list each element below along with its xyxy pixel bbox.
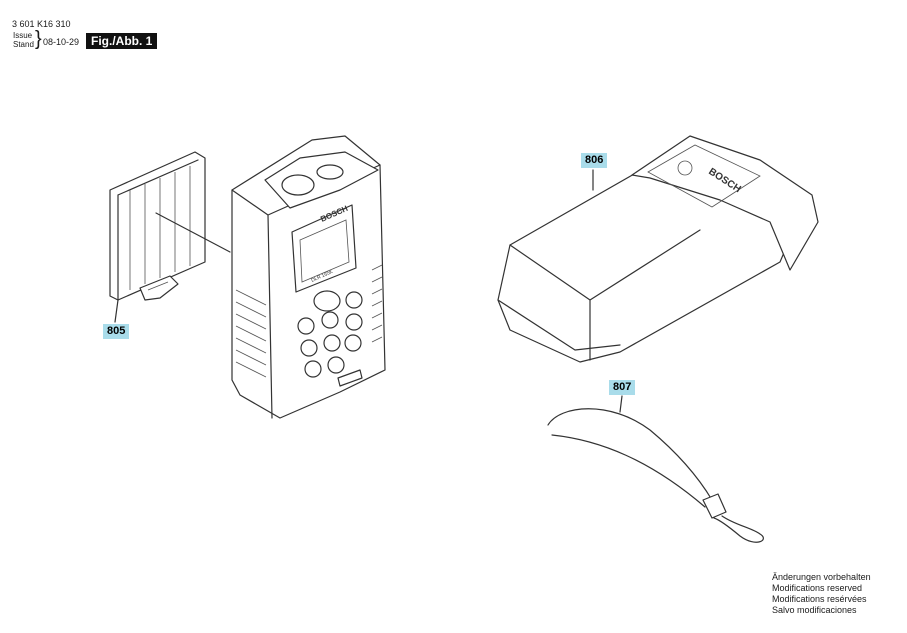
callout-805: 805	[103, 324, 130, 339]
notice-line-fr: Modifications resérvées	[772, 594, 867, 604]
modifications-notice: Änderungen vorbehalten Modifications res…	[772, 572, 871, 616]
notice-line-de: Änderungen vorbehalten	[772, 572, 871, 582]
callout-807: 807	[609, 380, 636, 395]
wrist-strap	[547, 408, 764, 543]
leader-807	[619, 395, 623, 413]
callout-806: 806	[581, 153, 608, 168]
stand-label: Stand	[13, 40, 34, 49]
pouch: BOSCH	[497, 135, 819, 363]
figure-label: Fig./Abb. 1	[86, 33, 158, 49]
laser-measure: BOSCH DLR 165K	[231, 135, 386, 419]
issue-date: 08-10-29	[43, 37, 80, 47]
issue-label: Issue	[13, 31, 33, 40]
part-number: 3 601 K16 310	[12, 19, 71, 29]
leader-805-bottom	[114, 299, 119, 323]
brace-glyph: }	[35, 28, 42, 50]
battery-cover	[109, 151, 206, 301]
leader-805	[155, 212, 231, 253]
issue-stand-label: Issue Stand	[13, 31, 34, 49]
notice-line-en: Modifications reserved	[772, 583, 863, 593]
notice-line-es: Salvo modificaciones	[772, 605, 857, 615]
